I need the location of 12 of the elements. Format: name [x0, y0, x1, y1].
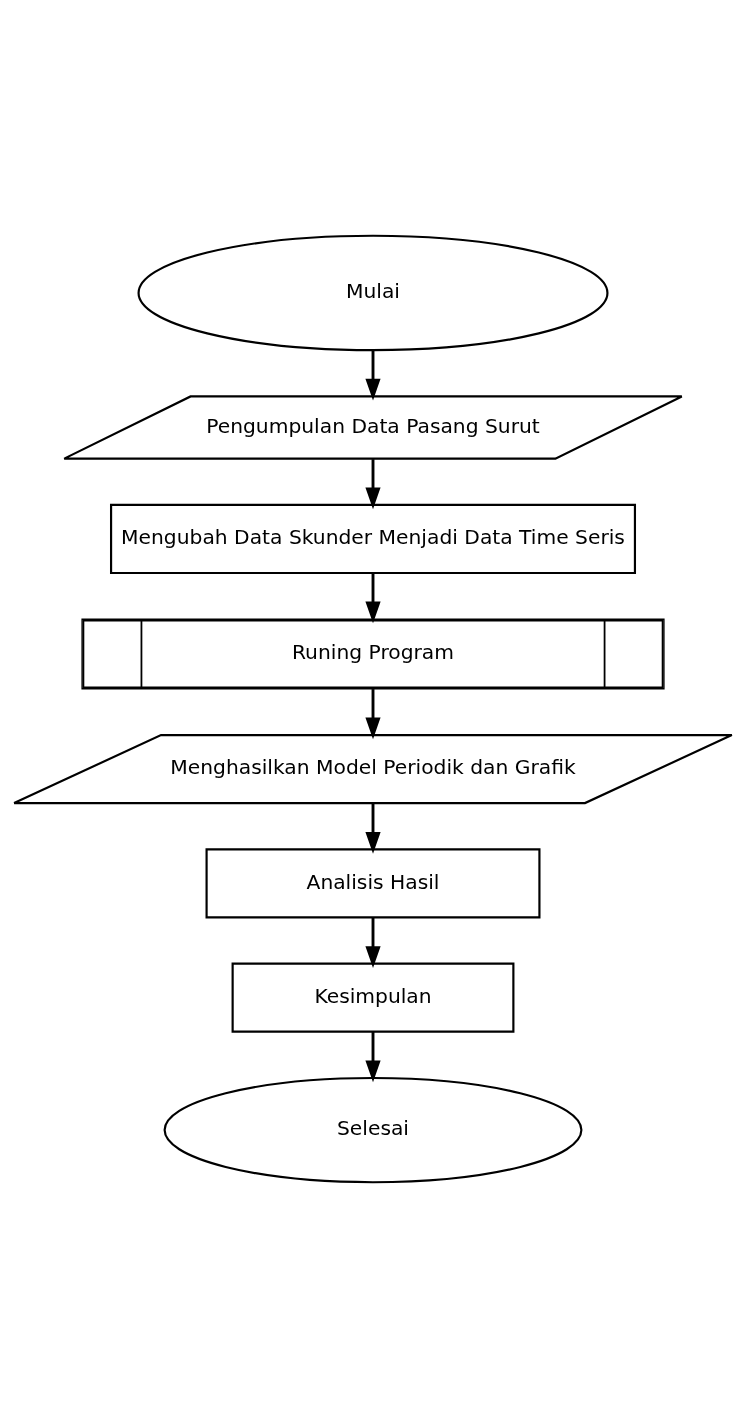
arrow [365, 917, 381, 968]
node-box: Mengubah Data Skunder Menjadi Data Time Seris [110, 503, 637, 574]
arrow [365, 1031, 381, 1082]
node-ellipse: Mulai [137, 234, 609, 351]
arrow [365, 688, 381, 739]
arrow [365, 458, 381, 509]
arrow [365, 802, 381, 854]
node-ellipse: Selesai [163, 1076, 583, 1183]
arrow [365, 349, 381, 400]
node-box: Analisis Hasil [205, 847, 541, 918]
node-box: Kesimpulan [231, 962, 515, 1033]
arrow [365, 572, 381, 623]
